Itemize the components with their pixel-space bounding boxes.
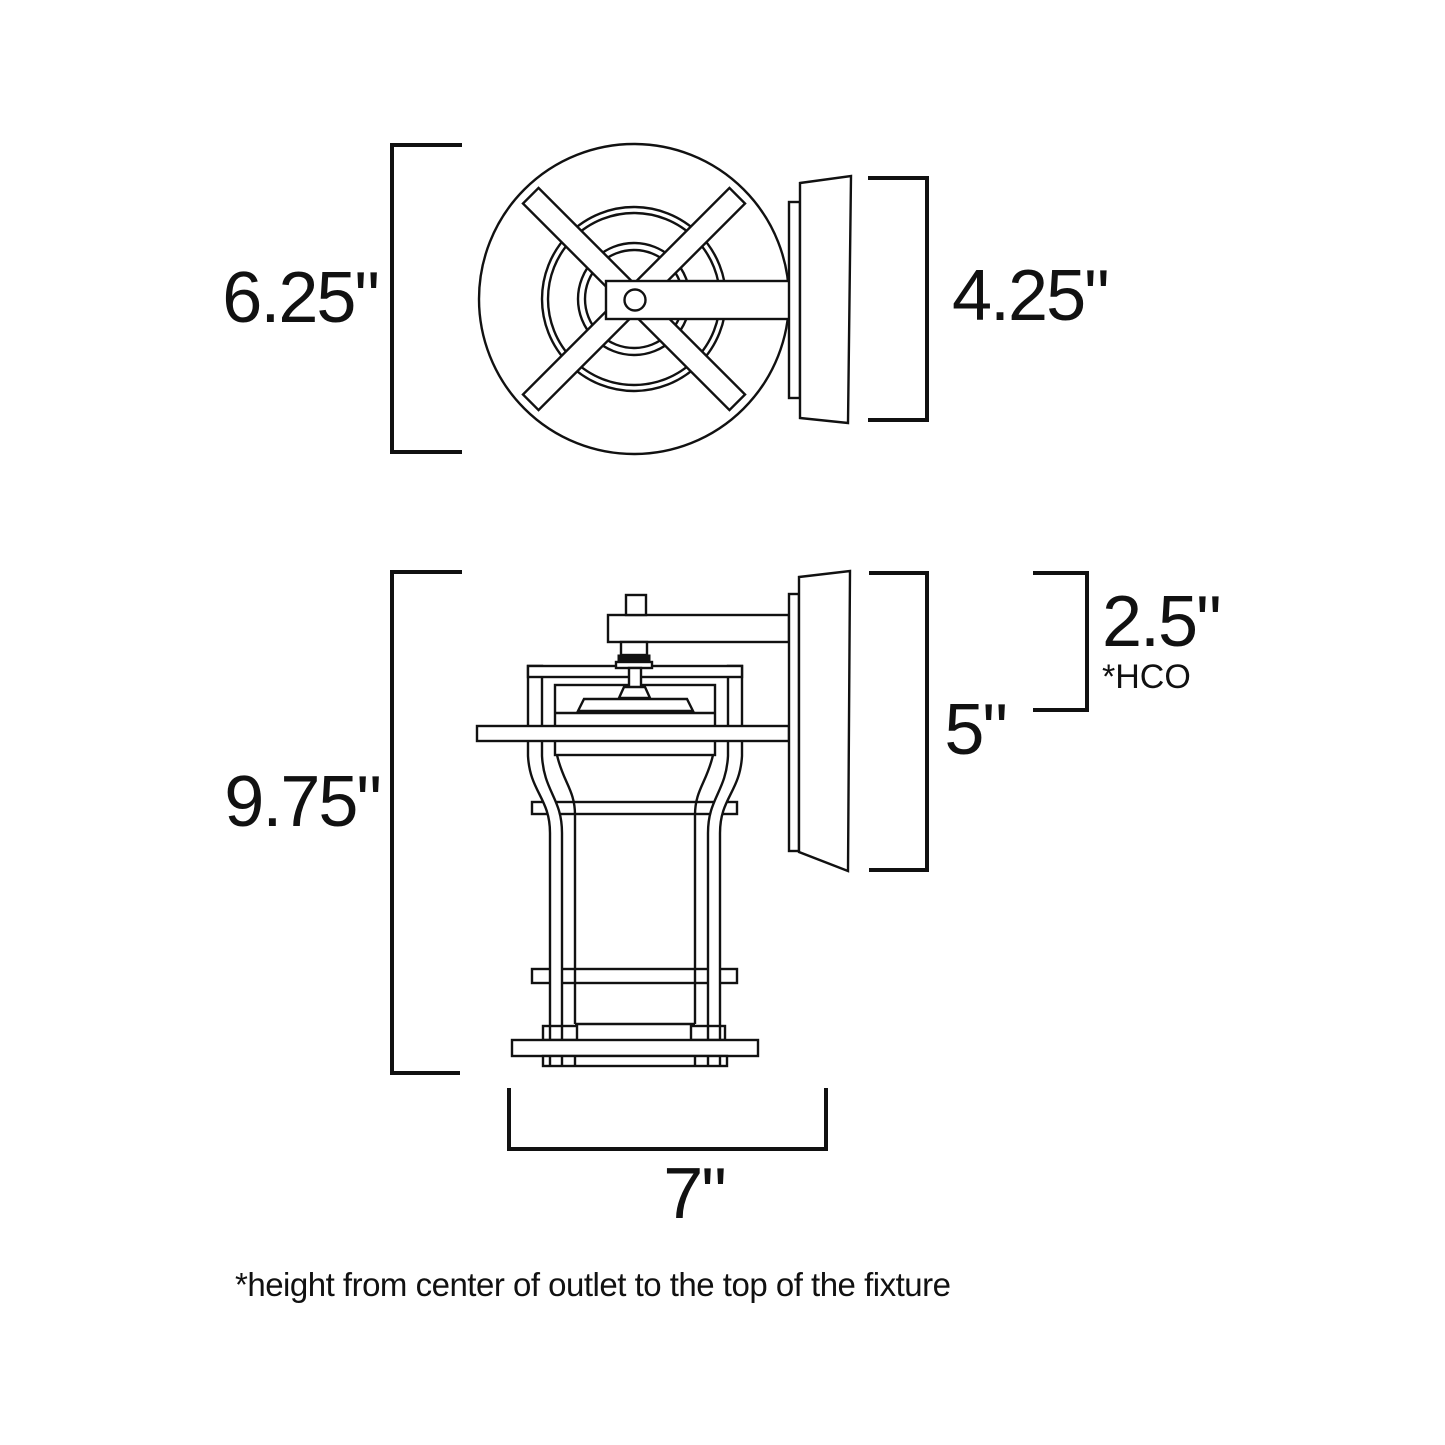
bottom-plate <box>510 1038 760 1058</box>
backplate-dim-label: 5" <box>944 690 1006 770</box>
canopy-backplate-top <box>787 200 802 400</box>
bottom-cap <box>541 1054 729 1068</box>
width-dim-label: 6.25" <box>222 258 378 338</box>
width-dim-bracket <box>390 143 462 454</box>
height-dim-label: 9.75" <box>224 762 380 842</box>
stem-flange <box>617 685 652 700</box>
mount-arm-side <box>606 613 791 644</box>
side-view: 9.75" 5" 2.5" *HCO 7" <box>224 569 1222 1234</box>
outlet-note-label: *HCO <box>1102 658 1191 696</box>
glass-cylinder <box>555 754 715 1026</box>
footnote-text: *height from center of outlet to the top… <box>235 1266 950 1303</box>
outlet-dim-label: 2.5" <box>1102 582 1220 662</box>
top-view: 6.25" 4.25" <box>222 142 1110 456</box>
lower-band <box>530 967 739 985</box>
depth-dim-label: 4.25" <box>952 256 1108 336</box>
bottom-width-dim-label: 7" <box>663 1154 725 1234</box>
finial <box>624 593 648 617</box>
wall-backplate <box>787 592 801 853</box>
roof-trapezoid <box>576 697 695 713</box>
canopy-plate-top <box>798 174 853 425</box>
width-dim-bracket-bottom <box>507 1088 828 1151</box>
wide-top-plate <box>475 724 791 743</box>
backplate-dim-bracket <box>869 571 929 872</box>
wall-plate <box>797 569 852 873</box>
stem <box>627 666 643 690</box>
stem-nipple <box>619 640 649 657</box>
bottom-cap-stubs <box>548 1057 722 1065</box>
mid-band <box>530 800 739 816</box>
arm-hole <box>623 288 647 312</box>
depth-dim-bracket <box>868 176 929 422</box>
outlet-dim-bracket <box>1033 571 1089 712</box>
height-dim-bracket <box>390 570 462 1075</box>
